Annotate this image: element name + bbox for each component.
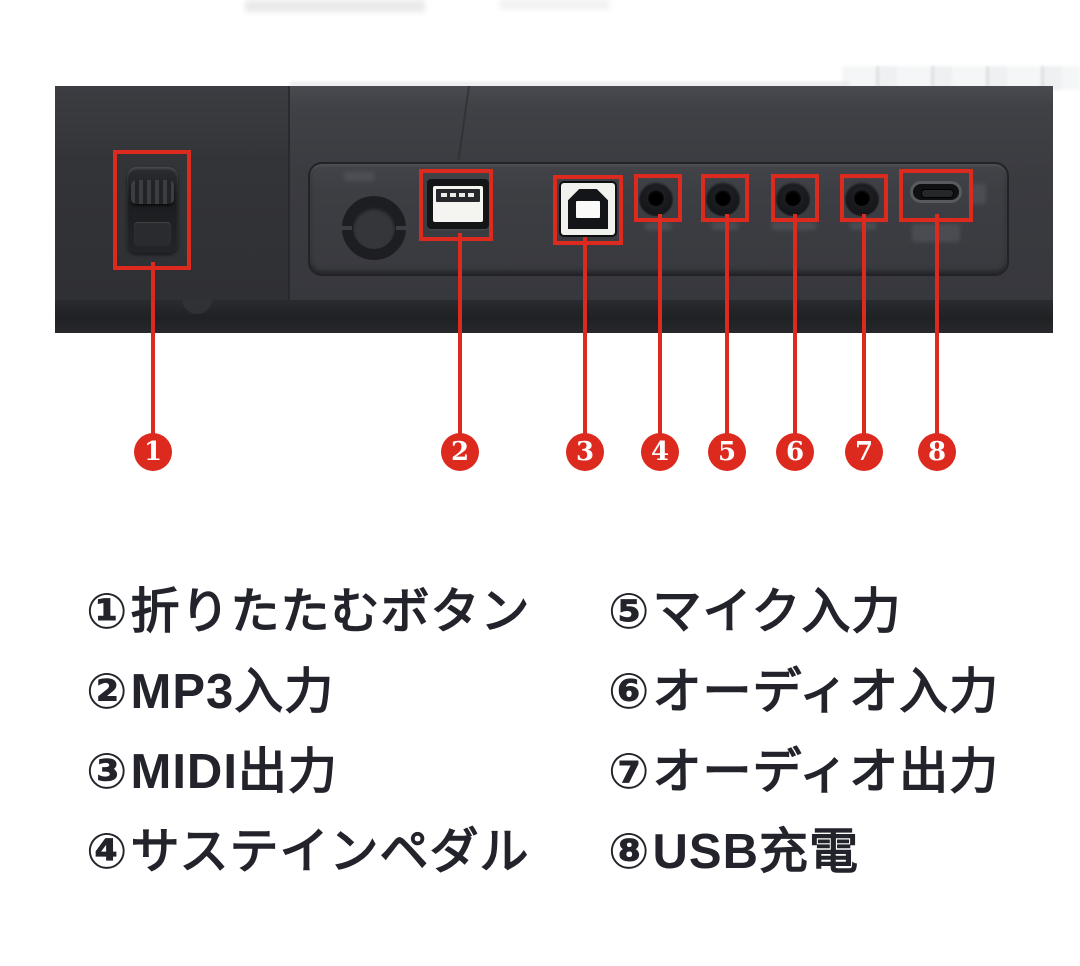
- highlight-rect-3: [553, 175, 623, 245]
- leader-line-8: [935, 214, 939, 434]
- legend-marker: ⑤: [608, 585, 651, 639]
- keys-reflection-smudge: [500, 0, 610, 9]
- legend-item-audio-output: ⑦ オーディオ出力: [608, 748, 999, 797]
- legend-marker: ①: [86, 585, 129, 639]
- leader-line-1: [151, 262, 155, 434]
- legend-label: 折りたたむボタン: [130, 585, 531, 639]
- jack-hole: [715, 190, 731, 206]
- legend-label: オーディオ入力: [652, 665, 1000, 719]
- usb-c-slot: [921, 189, 954, 198]
- legend-marker: ⑧: [608, 825, 651, 879]
- leader-line-5: [725, 214, 729, 434]
- legend-item-usb-charging: ⑧ USB充電: [608, 828, 859, 877]
- legend-item-sustain-pedal: ④ サステインペダル: [86, 828, 530, 877]
- legend-item-mp3-input: ② MP3入力: [86, 668, 334, 717]
- legend-label: USB充電: [652, 825, 859, 879]
- callout-number: 4: [650, 437, 670, 467]
- legend-label: サステインペダル: [130, 825, 530, 879]
- highlight-rect-1: [113, 150, 191, 270]
- jack-hole: [648, 190, 664, 206]
- callout-circle-4: 4: [641, 433, 679, 471]
- callout-number: 7: [854, 437, 874, 467]
- usb-a-slot: [436, 189, 480, 202]
- faint-label-smudge: [344, 172, 374, 181]
- legend-label: MIDI出力: [130, 745, 338, 799]
- usb-a-pin: [450, 193, 456, 197]
- rubber-foot: [182, 299, 212, 314]
- fold-latch-base: [134, 222, 171, 246]
- leader-line-4: [658, 214, 662, 434]
- legend-label: マイク入力: [652, 585, 902, 639]
- legend-marker: ③: [86, 745, 129, 799]
- legend-item-audio-input: ⑥ オーディオ入力: [608, 668, 999, 717]
- legend-marker: ⑥: [608, 665, 651, 719]
- callout-number: 6: [785, 437, 805, 467]
- jack-hole: [854, 190, 870, 206]
- callout-circle-8: 8: [918, 433, 956, 471]
- leader-line-3: [583, 237, 587, 434]
- ring-notch: [340, 226, 352, 230]
- callout-circle-1: 1: [134, 433, 172, 471]
- usb-a-pin: [441, 193, 447, 197]
- jack-hole: [785, 190, 801, 206]
- keys-edge-line: [290, 82, 850, 86]
- usb-a-pin: [468, 193, 474, 197]
- legend-marker: ②: [86, 665, 129, 719]
- ring-notch: [396, 226, 408, 230]
- legend-label: オーディオ出力: [652, 745, 1000, 799]
- callout-circle-3: 3: [566, 433, 604, 471]
- callout-number: 1: [143, 437, 163, 467]
- callout-circle-6: 6: [776, 433, 814, 471]
- body-seam: [288, 86, 290, 300]
- usb-b-hole: [576, 201, 600, 218]
- callout-circle-5: 5: [708, 433, 746, 471]
- leader-line-2: [458, 233, 462, 434]
- callout-circle-2: 2: [441, 433, 479, 471]
- callout-number: 2: [450, 437, 470, 467]
- leader-line-7: [862, 214, 866, 434]
- legend-marker: ⑦: [608, 745, 651, 799]
- keys-reflection-smudge: [245, 0, 425, 12]
- legend-marker: ④: [86, 825, 129, 879]
- callout-number: 3: [575, 437, 595, 467]
- legend-label: MP3入力: [130, 665, 335, 719]
- callout-circle-7: 7: [845, 433, 883, 471]
- faint-label-smudge: [970, 184, 986, 204]
- highlight-rect-2: [419, 169, 493, 241]
- fold-latch-slider: [131, 180, 174, 204]
- keyboard-front-edge: [55, 300, 1053, 333]
- callout-number: 8: [927, 437, 947, 467]
- legend-item-fold-button: ① 折りたたむボタン: [86, 588, 531, 637]
- callout-number: 5: [717, 437, 737, 467]
- usb-a-pin: [459, 193, 465, 197]
- leader-line-6: [793, 214, 797, 434]
- legend-item-mic-input: ⑤ マイク入力: [608, 588, 902, 637]
- legend-item-midi-output: ③ MIDI出力: [86, 748, 338, 797]
